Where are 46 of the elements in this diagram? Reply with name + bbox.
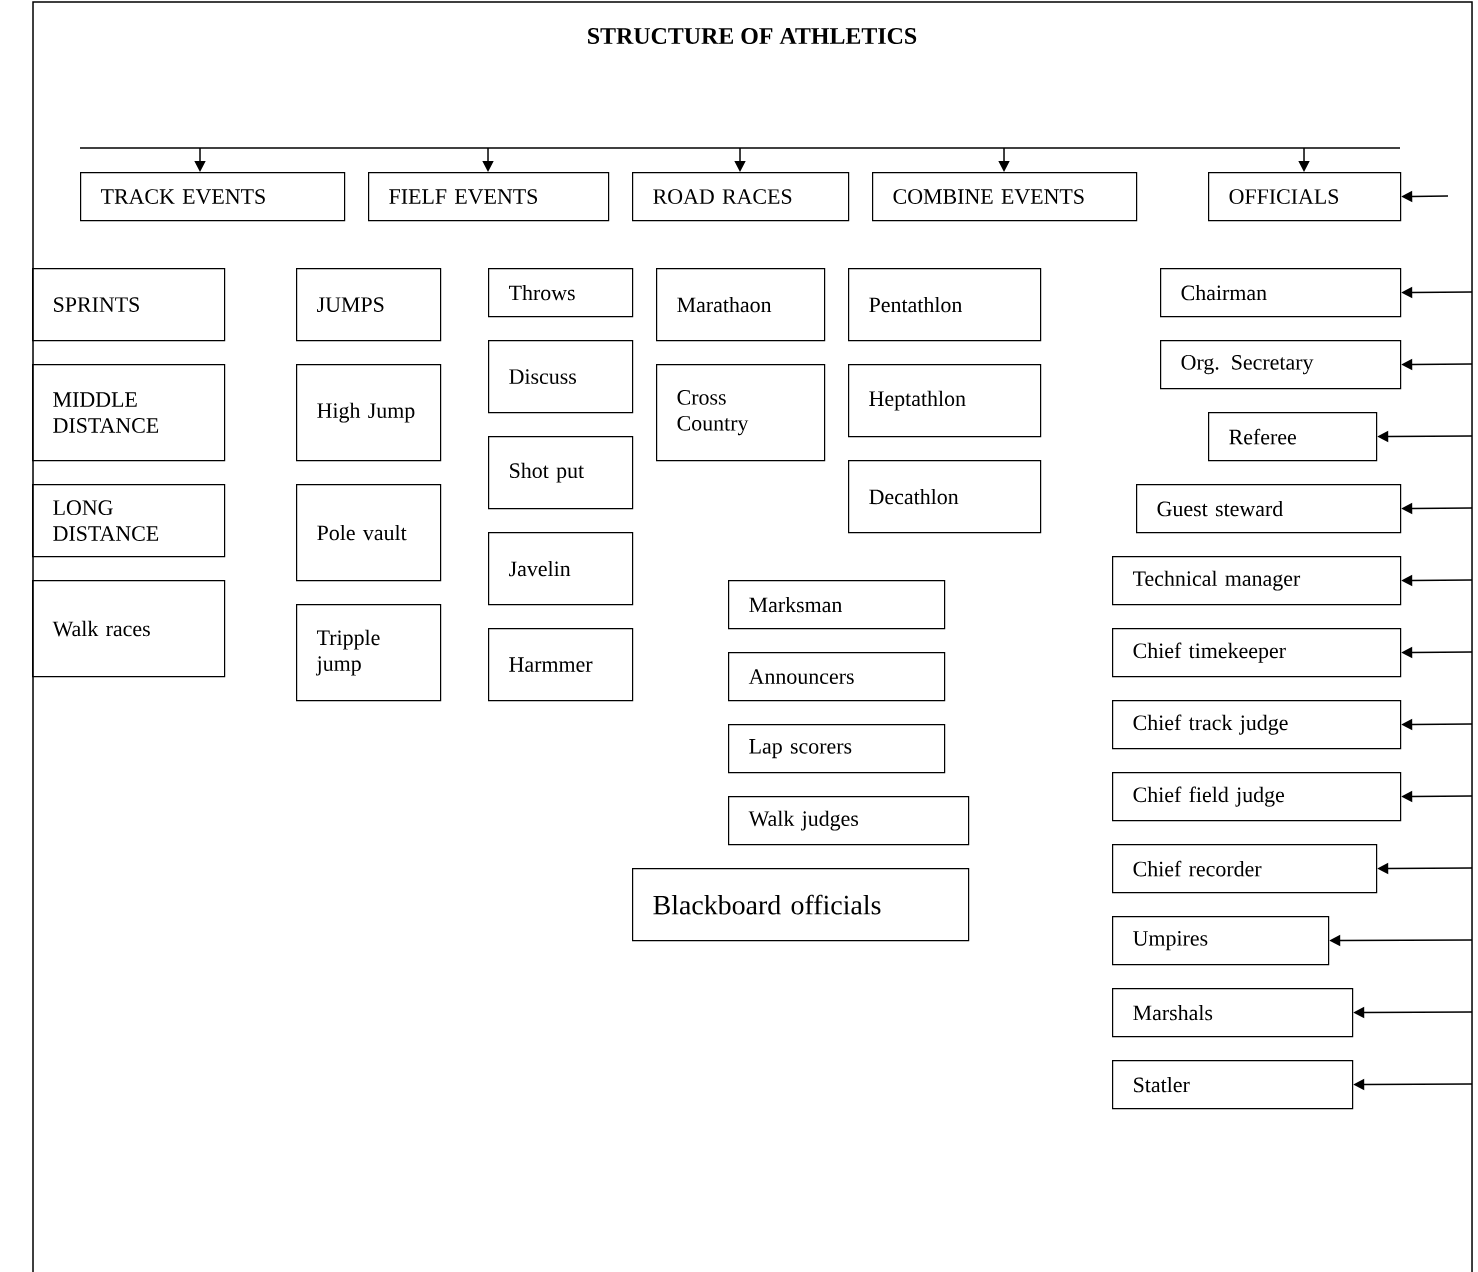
box: Chief track judge bbox=[1112, 700, 1402, 750]
box: Decathlon bbox=[848, 460, 1042, 534]
arrow bbox=[734, 147, 746, 172]
box: ROAD RACES bbox=[632, 172, 850, 222]
box: OFFICIALS bbox=[1208, 172, 1402, 222]
box: Lap scorers bbox=[728, 724, 946, 774]
box: Blackboard officials bbox=[632, 868, 970, 942]
box: Discuss bbox=[488, 340, 634, 414]
box: Tripple jump bbox=[296, 604, 442, 702]
box: Marathaon bbox=[656, 268, 826, 342]
box: Announcers bbox=[728, 652, 946, 702]
arrow bbox=[1298, 147, 1310, 172]
box: Javelin bbox=[488, 532, 634, 606]
box: Org. Secretary bbox=[1160, 340, 1402, 390]
box: Walk judges bbox=[728, 796, 970, 846]
box: JUMPS bbox=[296, 268, 442, 342]
box: Harmmer bbox=[488, 628, 634, 702]
box: Chief recorder bbox=[1112, 844, 1378, 894]
box: Umpires bbox=[1112, 916, 1330, 966]
box: Referee bbox=[1208, 412, 1378, 462]
box: Walk races bbox=[32, 580, 226, 678]
box: TRACK EVENTS bbox=[80, 172, 346, 222]
arrow bbox=[998, 147, 1010, 172]
box: Marksman bbox=[728, 580, 946, 630]
box: Guest steward bbox=[1136, 484, 1402, 534]
box: Technical manager bbox=[1112, 556, 1402, 606]
box: High Jump bbox=[296, 364, 442, 462]
box: LONG DISTANCE bbox=[32, 484, 226, 558]
title: STRUCTURE OF ATHLETICS bbox=[588, 28, 917, 45]
box: Marshals bbox=[1112, 988, 1354, 1038]
arrow bbox=[482, 147, 494, 172]
box: COMBINE EVENTS bbox=[872, 172, 1138, 222]
box: Throws bbox=[488, 268, 634, 318]
box: FIELF EVENTS bbox=[368, 172, 610, 222]
box: Pentathlon bbox=[848, 268, 1042, 342]
box: Chief field judge bbox=[1112, 772, 1402, 822]
box: Heptathlon bbox=[848, 364, 1042, 438]
box: Chief timekeeper bbox=[1112, 628, 1402, 678]
box: Shot put bbox=[488, 436, 634, 510]
box: SPRINTS bbox=[32, 268, 226, 342]
box: Statler bbox=[1112, 1060, 1354, 1110]
box: Chairman bbox=[1160, 268, 1402, 318]
box: Cross Country bbox=[656, 364, 826, 462]
box: MIDDLE DISTANCE bbox=[32, 364, 226, 462]
arrow bbox=[194, 147, 206, 172]
box: Pole vault bbox=[296, 484, 442, 582]
